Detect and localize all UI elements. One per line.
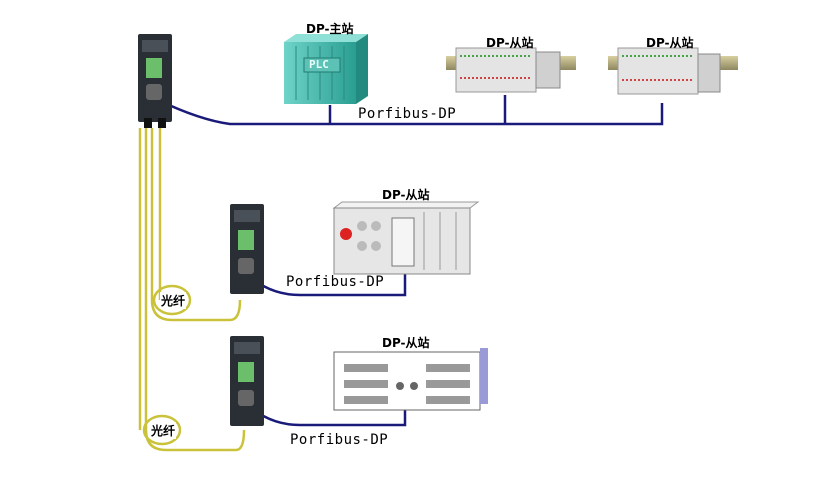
- slave-label-1: DP-从站: [486, 36, 534, 50]
- bus-label-top: Porfibus-DP: [358, 106, 457, 122]
- slave-module-bottom: [333, 348, 488, 411]
- fiber-converter-bottom: [230, 336, 264, 426]
- plc-master-cabinet: [284, 34, 368, 104]
- fiber-converter-middle: [230, 204, 264, 294]
- fiber-label-2: 光纤: [150, 422, 177, 439]
- fiber-converter-top: [138, 34, 172, 128]
- slave-label-4: DP-从站: [382, 336, 430, 350]
- master-label: DP-主站: [306, 22, 354, 36]
- slave-module-middle: [332, 201, 480, 275]
- slave-label-3: DP-从站: [382, 188, 430, 202]
- bus-label-middle: Porfibus-DP: [286, 274, 385, 290]
- plc-text: PLC: [309, 58, 329, 71]
- slave-module-top-1: [446, 47, 576, 93]
- slave-module-top-2: [608, 47, 738, 95]
- slave-label-2: DP-从站: [646, 36, 694, 50]
- bus-label-bottom: Porfibus-DP: [290, 432, 389, 448]
- fiber-cables: [138, 128, 246, 452]
- fiber-label-1: 光纤: [160, 292, 187, 309]
